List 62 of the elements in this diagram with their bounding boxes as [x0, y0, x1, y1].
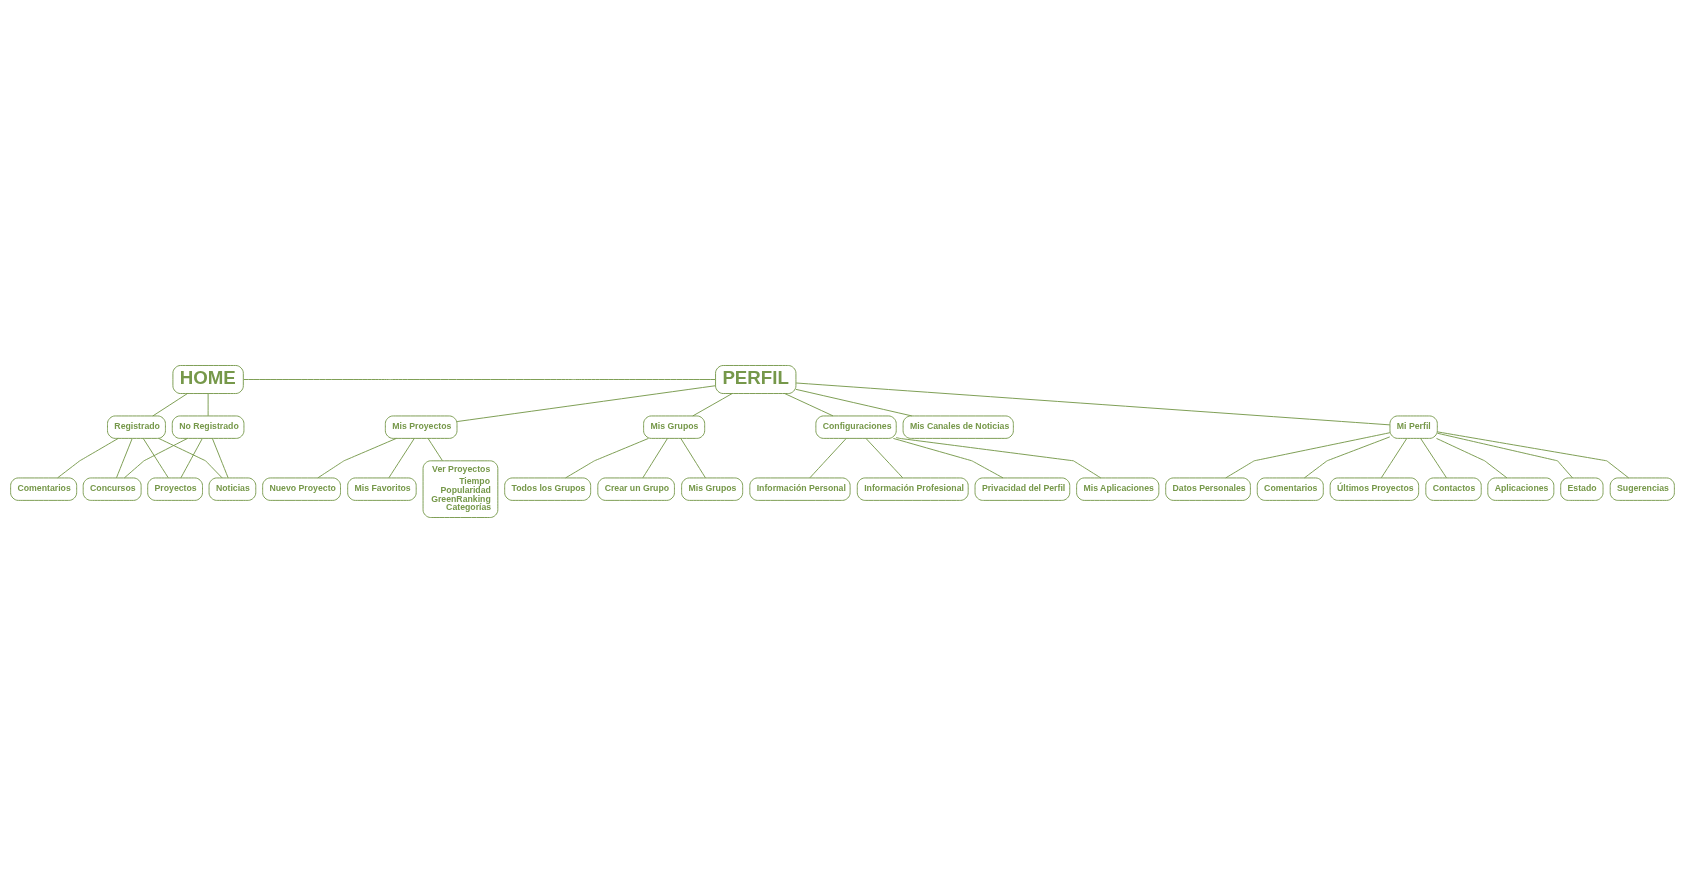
node-box: Ver Proyectos Tiempo Popularidad GreenRanking Categorías: [422, 459, 499, 518]
node-box: Comentarios: [10, 477, 78, 501]
node-box: Concursos: [82, 477, 142, 501]
connector: [565, 437, 649, 478]
connector: [152, 392, 188, 416]
node-box: HOME: [172, 364, 244, 394]
node-box: PERFIL: [715, 364, 797, 394]
node-box: Nuevo Proyecto: [262, 477, 341, 501]
node-box: Información Profesional: [856, 477, 969, 501]
connector: [212, 437, 229, 478]
connector: [680, 437, 706, 478]
node-box: No Registrado: [171, 415, 245, 439]
node-box: Registrado: [107, 415, 166, 439]
connector: [1380, 437, 1408, 478]
node-box: Privacidad del Perfil: [974, 477, 1071, 501]
connector: [158, 437, 223, 478]
connector: [1303, 435, 1391, 478]
connector: [1436, 430, 1630, 478]
node-box: Proyectos: [147, 477, 203, 501]
node-box: Información Personal: [749, 477, 851, 501]
node-box: Últimos Proyectos: [1329, 477, 1420, 501]
node-box: Crear un Grupo: [597, 477, 675, 501]
connector: [642, 437, 668, 478]
connector: [142, 437, 169, 478]
node-box: Comentarios: [1256, 477, 1324, 501]
connector: [123, 437, 188, 478]
connector: [892, 437, 1004, 478]
connector: [243, 378, 716, 380]
connector: [795, 388, 913, 416]
connector: [1420, 437, 1447, 478]
node-box: Configuraciones: [815, 415, 897, 439]
node-box: Mi Perfil: [1389, 415, 1438, 439]
connector: [180, 437, 203, 478]
connector: [809, 437, 847, 478]
connector: [57, 437, 119, 478]
node-box: Aplicaciones: [1487, 477, 1555, 501]
node-box: Noticias: [208, 477, 257, 501]
node-box: Mis Canales de Noticias: [902, 415, 1014, 439]
connector: [207, 392, 209, 416]
connector: [784, 392, 834, 416]
connector: [895, 436, 1102, 478]
node-box: Contactos: [1425, 477, 1482, 501]
connector: [116, 437, 133, 478]
node-box: Sugerencias: [1609, 477, 1675, 501]
node-box: Estado: [1560, 477, 1604, 501]
connector: [1436, 437, 1508, 478]
connector: [795, 382, 1391, 425]
connector: [317, 437, 397, 478]
node-box: Mis Proyectos: [384, 415, 458, 439]
node-box: Mis Aplicaciones: [1076, 477, 1160, 501]
node-box: Mis Grupos: [681, 477, 744, 501]
node-box: Todos los Grupos: [504, 477, 592, 501]
connector: [692, 392, 733, 416]
connector: [388, 437, 415, 478]
connector: [1225, 431, 1391, 478]
connector: [865, 437, 904, 478]
connector: [456, 384, 716, 422]
connector: [427, 437, 443, 461]
connector: [1436, 432, 1573, 478]
node-box: Datos Personales: [1165, 477, 1251, 501]
node-box: Mis Grupos: [643, 415, 706, 439]
node-box: Mis Favoritos: [347, 477, 417, 501]
